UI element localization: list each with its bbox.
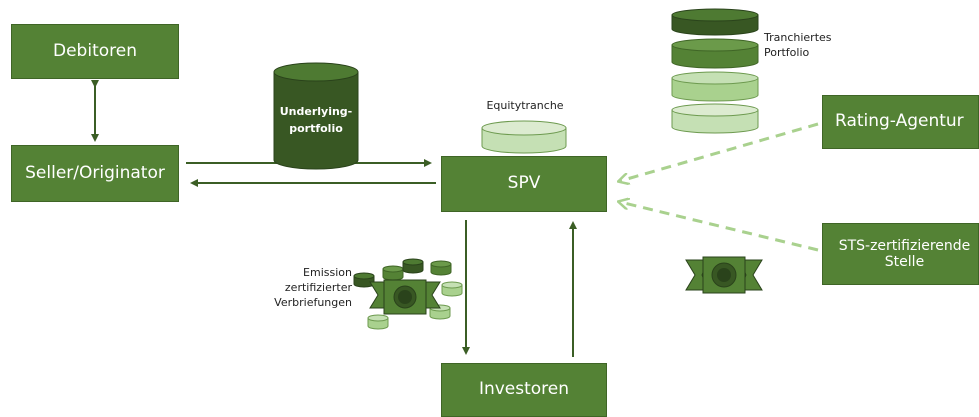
small-cylinder-icon xyxy=(367,314,389,330)
small-cylinder-icon xyxy=(441,281,463,297)
small-cylinder-icon xyxy=(382,265,404,281)
seller-originator-label: Seller/Originator xyxy=(25,162,165,183)
debitoren-label: Debitoren xyxy=(53,40,137,61)
emission-cluster-icon xyxy=(353,258,463,330)
seller-originator-box: Seller/Originator xyxy=(11,145,179,202)
underlying-portfolio-label: Underlying-portfolio xyxy=(279,105,353,135)
small-cylinder-icon xyxy=(353,272,375,288)
certificate-icon xyxy=(685,256,763,294)
rating-agentur-box: Rating-Agentur xyxy=(822,95,979,149)
certificate-icon xyxy=(369,279,441,315)
debitoren-box: Debitoren xyxy=(11,24,179,79)
sts-label: STS-zertifizierende Stelle xyxy=(838,237,971,270)
arrow-rating-to-spv xyxy=(620,122,819,181)
sts-box: STS-zertifizierende Stelle xyxy=(822,223,979,285)
spv-box: SPV xyxy=(441,156,607,212)
investoren-box: Investoren xyxy=(441,363,607,417)
spv-label: SPV xyxy=(507,173,541,194)
rating-agentur-label: Rating-Agentur xyxy=(835,111,964,132)
equity-tranche-cylinder-icon xyxy=(481,120,567,154)
investoren-label: Investoren xyxy=(478,379,570,400)
tranched-portfolio-stack-icon xyxy=(671,8,759,134)
tranchiertes-portfolio-label: Tranchiertes Portfolio xyxy=(764,31,832,59)
small-cylinder-icon xyxy=(430,260,452,276)
emission-label: Emission zertifizierter Verbriefungen xyxy=(274,266,352,309)
arrow-sts-to-spv xyxy=(620,202,819,252)
equitytranche-label: Equitytranche xyxy=(486,99,564,112)
underlying-portfolio-cylinder-icon xyxy=(273,62,359,170)
small-cylinder-icon xyxy=(402,258,424,274)
